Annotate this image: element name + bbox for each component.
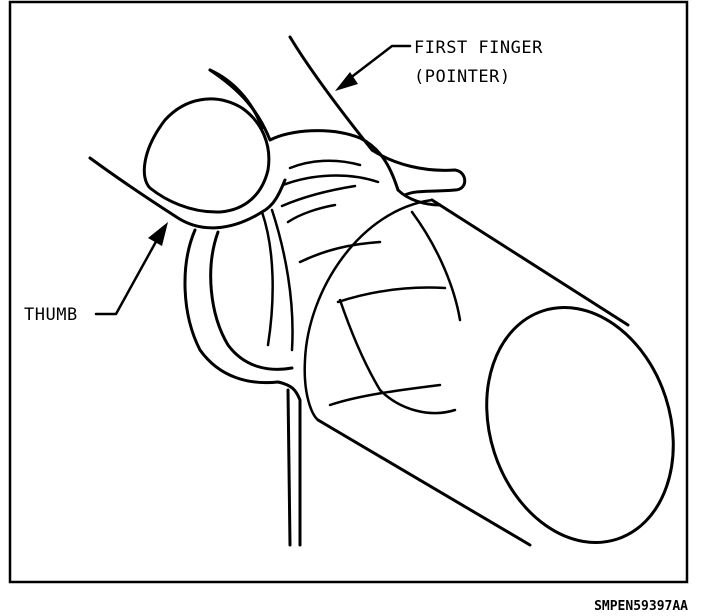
thumb-leader xyxy=(94,222,168,316)
cylinder-top-edge xyxy=(430,198,630,327)
cylinder-end-face xyxy=(485,306,675,544)
thumb-joint-crease xyxy=(260,210,274,347)
figure-frame xyxy=(8,0,689,584)
thumb xyxy=(88,68,302,547)
finger-crease-1 xyxy=(288,159,362,170)
finger-crease-2 xyxy=(281,174,380,187)
first-finger xyxy=(208,35,467,224)
thumb-inner-contour xyxy=(209,230,294,371)
first-finger-label: FIRST FINGER xyxy=(414,38,543,58)
finger-curl-front xyxy=(396,188,442,207)
thumb-top-edge xyxy=(208,68,264,130)
first-finger-arrowhead xyxy=(335,72,358,91)
grip-line-7 xyxy=(270,208,294,352)
finger-tip xyxy=(370,148,467,197)
cylinder-bottom-edge xyxy=(316,418,532,547)
thumb-lower-skin xyxy=(183,228,302,547)
grip-line-1 xyxy=(298,240,382,264)
first-finger-leader-line xyxy=(343,44,412,84)
thumb-upper-skin xyxy=(88,156,287,230)
grip-lines xyxy=(270,208,462,415)
thumb-label: THUMB xyxy=(24,305,78,325)
palm-edge xyxy=(286,388,292,547)
grip-line-6 xyxy=(410,210,462,322)
finger-outer-edge xyxy=(288,35,374,152)
thumb-arrowhead xyxy=(148,222,168,246)
cylinder xyxy=(303,198,675,547)
grip-line-3 xyxy=(338,298,382,392)
figure-code: SMPEN59397AA xyxy=(594,599,688,614)
pointer-label: (POINTER) xyxy=(414,67,511,87)
first-finger-leader xyxy=(335,44,412,91)
finger-crease-3 xyxy=(280,184,357,208)
thumb-leader-line xyxy=(94,236,160,316)
grip-line-2 xyxy=(336,286,447,304)
grip-line-4 xyxy=(328,383,442,407)
grip-line-5 xyxy=(378,388,457,415)
thumb-nail xyxy=(142,97,271,214)
finger-crease-4 xyxy=(286,203,337,224)
cylinder-near-end xyxy=(303,198,434,422)
